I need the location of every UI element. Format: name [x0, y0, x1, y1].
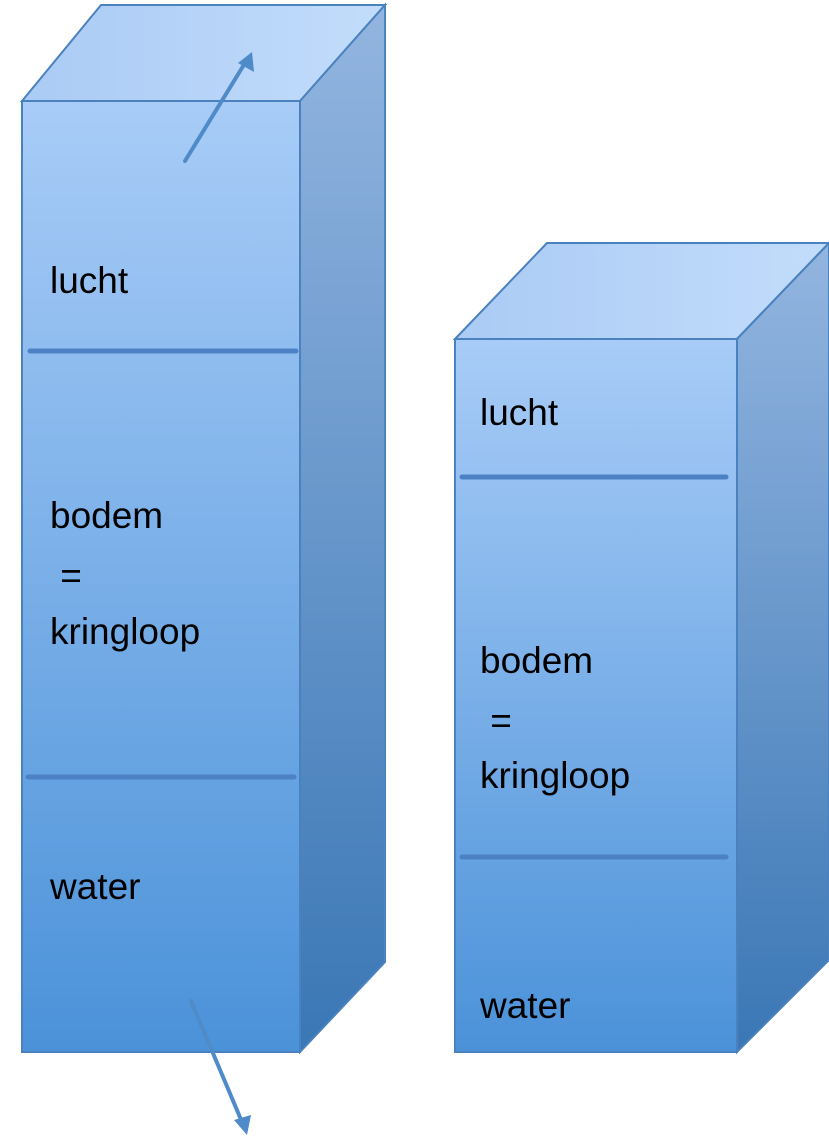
column-left-label-soil-1: bodem [50, 495, 164, 536]
arrow-up [183, 52, 254, 163]
column-right-label-soil-3: kringloop [480, 755, 631, 796]
column-right [452, 241, 829, 1055]
column-left-label-water: water [50, 866, 141, 907]
column-left-front-face [21, 100, 301, 1053]
column-right-label-soil-2: = [480, 700, 512, 741]
column-left-label-soil-3: kringloop [50, 611, 201, 652]
column-right-label-soil-1: bodem [480, 640, 594, 681]
column-right-side-face [736, 241, 829, 1055]
column-right-label-air: lucht [480, 392, 559, 433]
arrow-down [189, 999, 251, 1135]
column-right-front-face [454, 338, 738, 1053]
column-left [19, 2, 388, 1135]
column-right-label-water: water [480, 985, 571, 1026]
column-left-side-face [299, 2, 386, 1055]
clipped-side-fragment: r [0, 1009, 20, 1059]
column-left-label-soil-2: = [50, 555, 82, 596]
column-left-label-air: lucht [50, 260, 129, 301]
